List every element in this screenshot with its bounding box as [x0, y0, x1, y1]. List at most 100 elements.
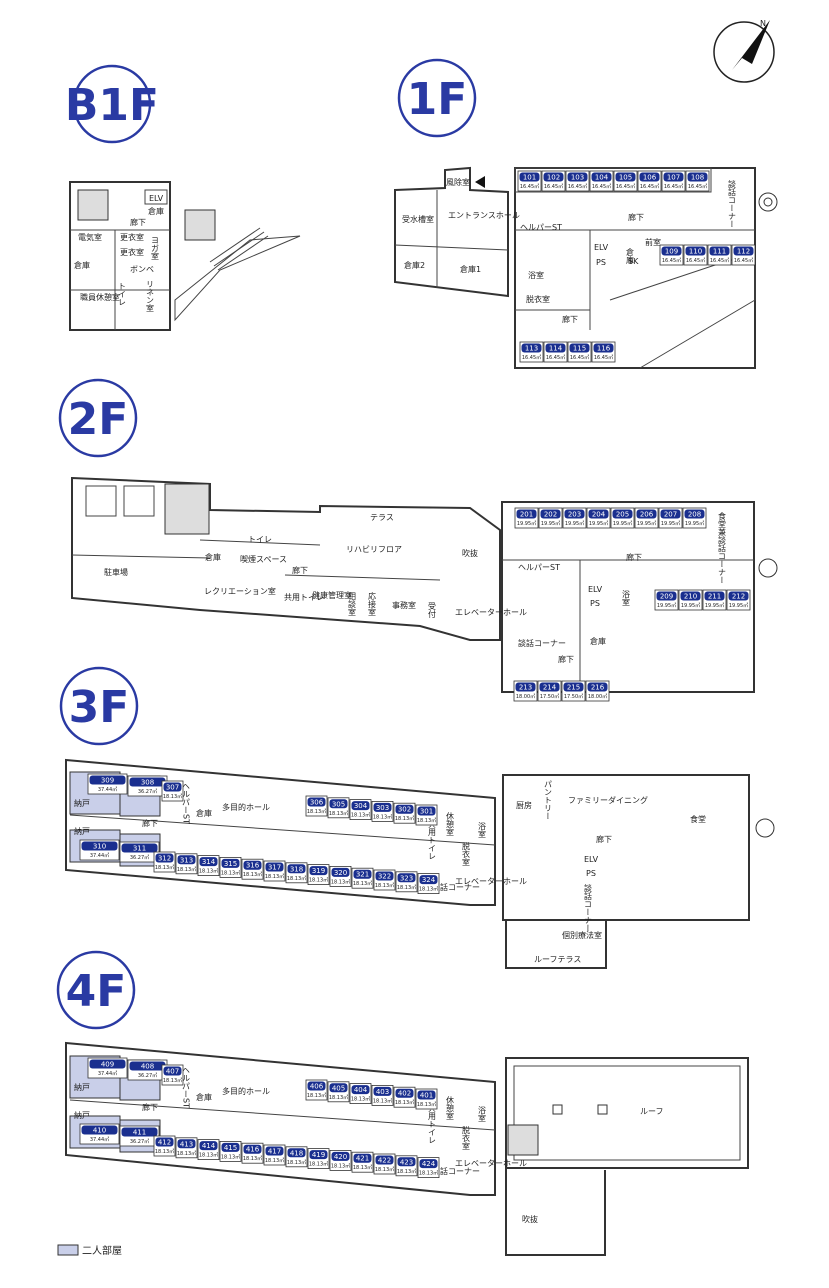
2f-room-toilet: トイレ — [248, 535, 272, 544]
room-area-label: 16.45㎡ — [688, 183, 707, 190]
room-area-label: 16.45㎡ — [570, 354, 589, 361]
room-number-badge — [329, 1083, 348, 1093]
1f-room-lounge: 談話コーナー — [728, 179, 737, 228]
b1f-room-electrical: 電気室 — [78, 232, 102, 242]
room-number-badge — [591, 172, 612, 182]
room-number-label: 411 — [133, 1129, 146, 1137]
2f-room-recreation: レクリエーション室 — [204, 586, 276, 596]
2f-room-office: 事務室 — [392, 600, 416, 610]
b1f-room-locker-2: 更衣室 — [120, 247, 144, 257]
room-number-label: 113 — [525, 345, 538, 353]
room-number-badge — [563, 682, 584, 692]
room-area-label: 18.13㎡ — [199, 868, 218, 875]
room-area-label: 18.13㎡ — [243, 871, 262, 878]
room-number-label: 418 — [290, 1149, 303, 1157]
room-number-label: 213 — [519, 684, 532, 692]
room-area-label: 18.13㎡ — [243, 1155, 262, 1162]
room-number-label: 423 — [400, 1158, 413, 1166]
room-number-badge — [177, 1139, 196, 1149]
room-number-badge — [419, 1159, 438, 1169]
floor-4f: 4F 納戸 納戸 ヘルパーST 倉庫 多目的ホール 廊下 休憩室 浴室 共用トイ… — [56, 950, 749, 1256]
room-number-badge — [265, 1146, 284, 1156]
room-number-badge — [163, 1066, 182, 1076]
3f-room-bath: 浴室 — [478, 821, 487, 838]
room-number-badge — [307, 1081, 326, 1091]
room-area-label: 37.44㎡ — [98, 1070, 117, 1077]
room-area-label: 18.13㎡ — [331, 878, 350, 885]
4f-room-helper-st: ヘルパーST — [182, 1066, 191, 1108]
1f-room-storage: 倉庫 — [626, 247, 635, 265]
room-number-badge — [287, 1148, 306, 1158]
room-area-label: 37.44㎡ — [90, 852, 109, 859]
3f-room-dining: 食堂 — [690, 814, 706, 824]
room-number-badge — [221, 858, 240, 868]
room-number-badge — [684, 509, 705, 519]
room-area-label: 16.45㎡ — [568, 183, 587, 190]
room-number-label: 401 — [420, 1092, 433, 1100]
room-number-badge — [567, 172, 588, 182]
3f-room-therapy: 個別療法室 — [562, 930, 602, 940]
room-number-badge — [685, 246, 706, 256]
1f-room-entrance-hall: エントランスホール — [448, 211, 520, 220]
room-number-label: 114 — [549, 345, 563, 353]
room-number-label: 409 — [101, 1061, 114, 1069]
3f-room-ps: PS — [586, 869, 596, 878]
room-number-label: 406 — [310, 1083, 324, 1091]
room-number-label: 105 — [619, 174, 632, 182]
room-number-badge — [417, 806, 436, 816]
2f-room-consult: 相談室 — [348, 591, 357, 616]
room-number-label: 109 — [665, 248, 678, 256]
2f-west-wing — [71, 476, 501, 641]
floor-label-1f: 1F — [407, 74, 468, 125]
room-number-label: 318 — [290, 865, 303, 873]
room-number-badge — [375, 1155, 394, 1165]
room-number-label: 323 — [400, 874, 413, 882]
3f-room-storage: 倉庫 — [196, 808, 212, 818]
room-number-label: 415 — [224, 1144, 237, 1152]
3f-room-kitchen: 厨房 — [516, 800, 532, 810]
b1f-room-corridor: 廊下 — [130, 217, 146, 227]
room-area-label: 36.27㎡ — [138, 788, 157, 795]
room-number-label: 304 — [354, 802, 368, 810]
room-area-label: 18.13㎡ — [375, 882, 394, 889]
room-number-badge — [395, 1088, 414, 1098]
room-number-badge — [265, 862, 284, 872]
room-number-label: 302 — [398, 806, 411, 814]
3f-room-closet-2: 納戸 — [74, 826, 90, 836]
3f-room-rest: 休憩室 — [446, 811, 455, 836]
1f-room-helper-st: ヘルパーST — [520, 223, 562, 232]
1f-room-corridor-1: 廊下 — [628, 212, 644, 222]
room-area-label: 18.13㎡ — [287, 1159, 306, 1166]
room-number-badge — [155, 1137, 174, 1147]
room-area-label: 18.13㎡ — [329, 1094, 348, 1101]
room-number-badge — [569, 343, 590, 353]
room-area-label: 36.27㎡ — [138, 1072, 157, 1079]
room-number-badge — [733, 246, 754, 256]
3f-room-elv: ELV — [584, 855, 599, 864]
room-area-label: 18.13㎡ — [287, 875, 306, 882]
room-area-label: 19.95㎡ — [681, 602, 700, 609]
floor-badge-b1f — [72, 64, 152, 144]
room-area-label: 16.45㎡ — [686, 257, 705, 264]
room-number-badge — [539, 682, 560, 692]
2f-room-health: 健康管理室 — [312, 590, 352, 600]
4f-residential-wing — [65, 1041, 496, 1196]
room-number-badge — [329, 799, 348, 809]
room-number-badge — [155, 853, 174, 863]
